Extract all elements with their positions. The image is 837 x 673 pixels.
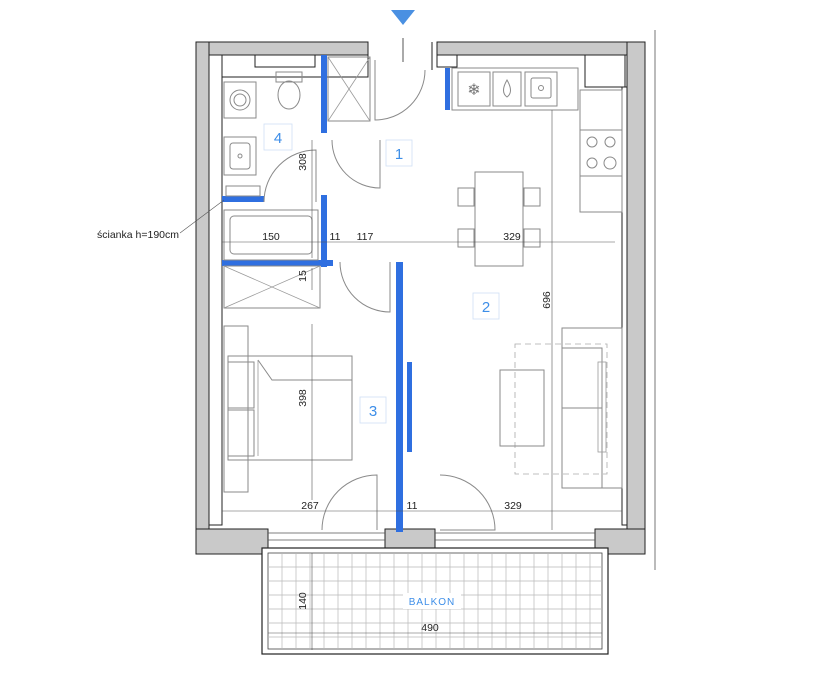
dim-bath-height: 308 xyxy=(297,153,309,171)
dim-balcony-width: 490 xyxy=(421,622,439,634)
dim-bedroom-width: 267 xyxy=(301,500,319,512)
interior-walls xyxy=(222,55,450,532)
room-number-3: 3 xyxy=(369,403,377,420)
dimension-texts: 308 150 11 117 329 696 15 398 267 11 329… xyxy=(262,153,553,634)
room-number-1: 1 xyxy=(395,146,403,163)
dim-balcony-depth: 140 xyxy=(297,592,309,610)
toilet-icon xyxy=(275,71,303,110)
svg-text:❄: ❄ xyxy=(467,82,480,99)
kitchen: ❄ xyxy=(451,67,623,267)
bathroom-wall-upper xyxy=(321,55,327,133)
dim-bedroom-height: 398 xyxy=(297,389,309,407)
dishwasher-icon xyxy=(492,71,522,107)
dim-wall-11-upper: 11 xyxy=(330,231,341,243)
doors xyxy=(263,42,496,531)
cooktop-icon xyxy=(579,129,623,177)
dim-partition-15: 15 xyxy=(297,270,309,282)
outer-walls xyxy=(195,30,656,570)
bathroom-wall-lower xyxy=(321,195,327,267)
fridge-icon: ❄ xyxy=(457,71,491,107)
washing-machine-icon xyxy=(229,89,251,111)
entrance-arrow-icon xyxy=(391,10,415,25)
partial-wall-note: ścianka h=190cm xyxy=(97,229,179,241)
bathroom-bedroom-wall xyxy=(222,260,333,266)
bedroom-living-wall xyxy=(396,262,403,532)
dim-wall-11-lower: 11 xyxy=(407,500,418,512)
dim-living-width: 329 xyxy=(504,500,522,512)
shower-icon xyxy=(327,56,371,122)
dimension-lines xyxy=(179,110,622,650)
sink-icon xyxy=(524,71,558,107)
dim-kitchen-width: 329 xyxy=(503,231,521,243)
dim-hall-width: 117 xyxy=(357,231,374,243)
dim-living-height: 696 xyxy=(541,291,553,309)
bathroom-fixtures xyxy=(223,56,371,309)
room-number-2: 2 xyxy=(482,299,490,316)
wardrobe-panel xyxy=(407,362,412,452)
bedroom-furniture xyxy=(223,325,353,493)
washbasin-icon xyxy=(223,136,257,176)
balcony-label: BALKON xyxy=(409,597,456,608)
room-number-4: 4 xyxy=(274,130,282,147)
kitchen-end-panel xyxy=(445,68,450,110)
partial-wall xyxy=(222,196,264,202)
dim-bath-width: 150 xyxy=(262,231,280,243)
living-furniture xyxy=(499,327,623,489)
room-labels: 4 1 2 3 xyxy=(263,123,500,424)
